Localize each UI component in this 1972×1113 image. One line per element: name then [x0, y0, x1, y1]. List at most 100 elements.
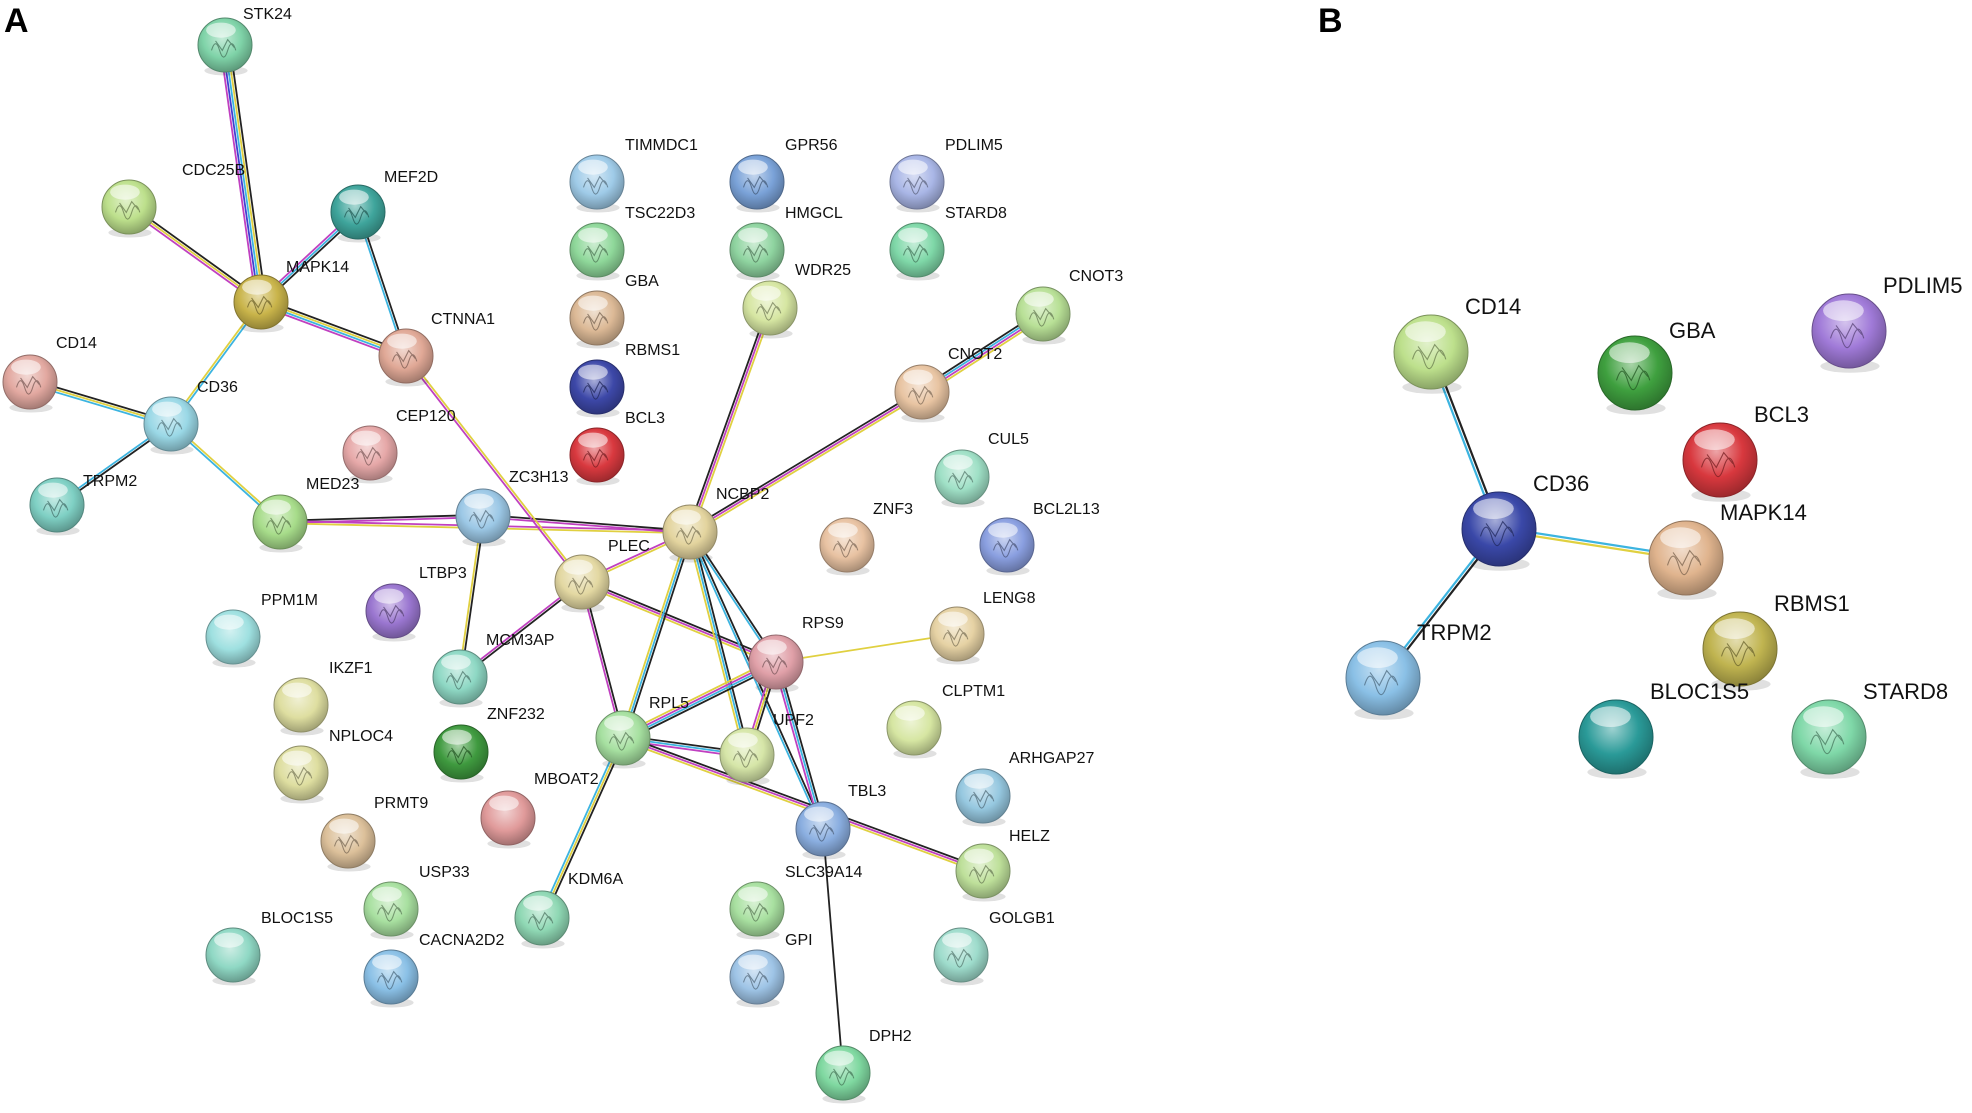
node-zc3h13[interactable]: ZC3H13	[455, 469, 569, 547]
node-cul5[interactable]: CUL5	[934, 431, 1029, 508]
node-bloc1s5[interactable]: BLOC1S5	[1578, 679, 1749, 779]
node-usp33[interactable]: USP33	[363, 864, 470, 940]
node-mapk14[interactable]: MAPK14	[233, 259, 349, 333]
node-label: USP33	[419, 864, 470, 881]
node-leng8[interactable]: LENG8	[929, 590, 1036, 665]
node-label: TBL3	[848, 783, 886, 800]
node-cep120[interactable]: CEP120	[342, 408, 456, 484]
node-cd36[interactable]: CD36	[143, 379, 238, 455]
node-label: CD36	[197, 379, 238, 396]
node-gpr56[interactable]: GPR56	[729, 137, 838, 213]
edge-evidence-line	[482, 516, 690, 535]
node-pdlim5[interactable]: PDLIM5	[1811, 273, 1962, 373]
node-label: GBA	[1669, 318, 1716, 343]
node-highlight	[442, 729, 472, 745]
node-stard8[interactable]: STARD8	[889, 205, 1007, 281]
node-gba[interactable]: GBA	[1597, 318, 1716, 415]
protein-structure-icon	[828, 1066, 855, 1086]
node-mcm3ap[interactable]: MCM3AP	[432, 632, 554, 708]
protein-structure-icon	[832, 538, 859, 558]
node-label: MBOAT2	[534, 771, 599, 788]
node-timmdc1[interactable]: TIMMDC1	[569, 137, 698, 213]
protein-structure-icon	[675, 525, 702, 545]
node-rbms1[interactable]: RBMS1	[1702, 591, 1850, 691]
node-ctnna1[interactable]: CTNNA1	[378, 311, 495, 387]
node-label: PLEC	[608, 538, 650, 555]
node-cnot3[interactable]: CNOT3	[1015, 268, 1123, 345]
node-bcl3[interactable]: BCL3	[1682, 402, 1809, 502]
node-label: GPI	[785, 932, 813, 949]
edge-evidence-line	[543, 738, 627, 920]
node-znf232[interactable]: ZNF232	[433, 706, 545, 783]
node-trpm2[interactable]: TRPM2	[29, 473, 137, 536]
edge-evidence-line	[622, 531, 691, 739]
node-trpm2[interactable]: TRPM2	[1345, 620, 1492, 720]
node-cd14[interactable]: CD14	[1393, 294, 1521, 394]
node-mapk14[interactable]: MAPK14	[1648, 500, 1807, 600]
node-label: TIMMDC1	[625, 137, 698, 154]
panel-b-network: B CD14GBAPDLIM5BCL3CD36MAPK14TRPM2RBMS1B…	[1318, 2, 1962, 779]
node-tsc22d3[interactable]: TSC22D3	[569, 205, 695, 281]
node-plec[interactable]: PLEC	[554, 538, 650, 613]
node-highlight	[11, 359, 41, 375]
node-kdm6a[interactable]: KDM6A	[514, 871, 623, 949]
node-highlight	[1473, 498, 1514, 520]
node-wdr25[interactable]: WDR25	[742, 262, 851, 339]
protein-structure-icon	[1700, 451, 1736, 478]
node-highlight	[1357, 647, 1398, 669]
protein-structure-icon	[968, 789, 995, 809]
node-clptm1[interactable]: CLPTM1	[886, 683, 1005, 759]
node-rpl5[interactable]: RPL5	[595, 695, 689, 769]
protein-structure-icon	[755, 301, 782, 321]
node-gpi[interactable]: GPI	[729, 932, 813, 1008]
node-bloc1s5[interactable]: BLOC1S5	[205, 910, 333, 986]
node-pdlim5[interactable]: PDLIM5	[889, 137, 1003, 213]
edge-evidence-line	[406, 354, 584, 582]
node-ppm1m[interactable]: PPM1M	[205, 592, 318, 668]
edge-evidence-line	[221, 45, 260, 303]
node-gba[interactable]: GBA	[569, 273, 659, 349]
node-highlight	[578, 432, 608, 448]
node-label: GBA	[625, 273, 659, 290]
node-highlight	[671, 509, 701, 525]
node-mboat2[interactable]: MBOAT2	[480, 771, 599, 849]
node-mef2d[interactable]: MEF2D	[330, 169, 438, 243]
edge-evidence-line	[690, 393, 924, 535]
node-stard8[interactable]: STARD8	[1791, 679, 1948, 779]
protein-structure-icon	[907, 385, 934, 405]
node-label: TRPM2	[1417, 620, 1492, 645]
node-cacna2d2[interactable]: CACNA2D2	[363, 932, 504, 1008]
node-cd14[interactable]: CD14	[2, 335, 97, 413]
protein-structure-icon	[333, 834, 360, 854]
edge-evidence-line	[691, 308, 774, 534]
node-cdc25b[interactable]: CDC25B	[101, 162, 245, 238]
node-upf2[interactable]: UPF2	[719, 712, 814, 786]
node-highlight	[110, 184, 140, 200]
node-highlight	[282, 682, 312, 698]
node-bcl3[interactable]: BCL3	[569, 410, 665, 486]
node-highlight	[898, 227, 928, 243]
node-hmgcl[interactable]: HMGCL	[729, 205, 843, 281]
node-rps9[interactable]: RPS9	[748, 615, 844, 693]
node-cd36[interactable]: CD36	[1461, 471, 1589, 571]
node-med23[interactable]: MED23	[252, 476, 359, 553]
node-helz[interactable]: HELZ	[955, 828, 1050, 902]
node-nploc4[interactable]: NPLOC4	[273, 728, 393, 804]
node-tbl3[interactable]: TBL3	[795, 783, 886, 860]
node-golgb1[interactable]: GOLGB1	[933, 910, 1055, 986]
node-slc39a14[interactable]: SLC39A14	[729, 864, 862, 940]
node-ltbp3[interactable]: LTBP3	[365, 565, 467, 642]
node-label: CD14	[1465, 294, 1521, 319]
node-dph2[interactable]: DPH2	[815, 1028, 912, 1104]
node-highlight	[206, 22, 236, 38]
node-ncbp2[interactable]: NCBP2	[662, 486, 769, 563]
node-ikzf1[interactable]: IKZF1	[273, 660, 373, 736]
node-stk24[interactable]: STK24	[197, 6, 292, 76]
node-bcl2l13[interactable]: BCL2L13	[979, 501, 1100, 576]
node-prmt9[interactable]: PRMT9	[320, 795, 428, 872]
node-cnot2[interactable]: CNOT2	[894, 346, 1002, 423]
node-znf3[interactable]: ZNF3	[819, 501, 913, 576]
node-arhgap27[interactable]: ARHGAP27	[955, 750, 1094, 827]
node-rbms1[interactable]: RBMS1	[569, 342, 680, 418]
protein-structure-icon	[1829, 322, 1865, 349]
